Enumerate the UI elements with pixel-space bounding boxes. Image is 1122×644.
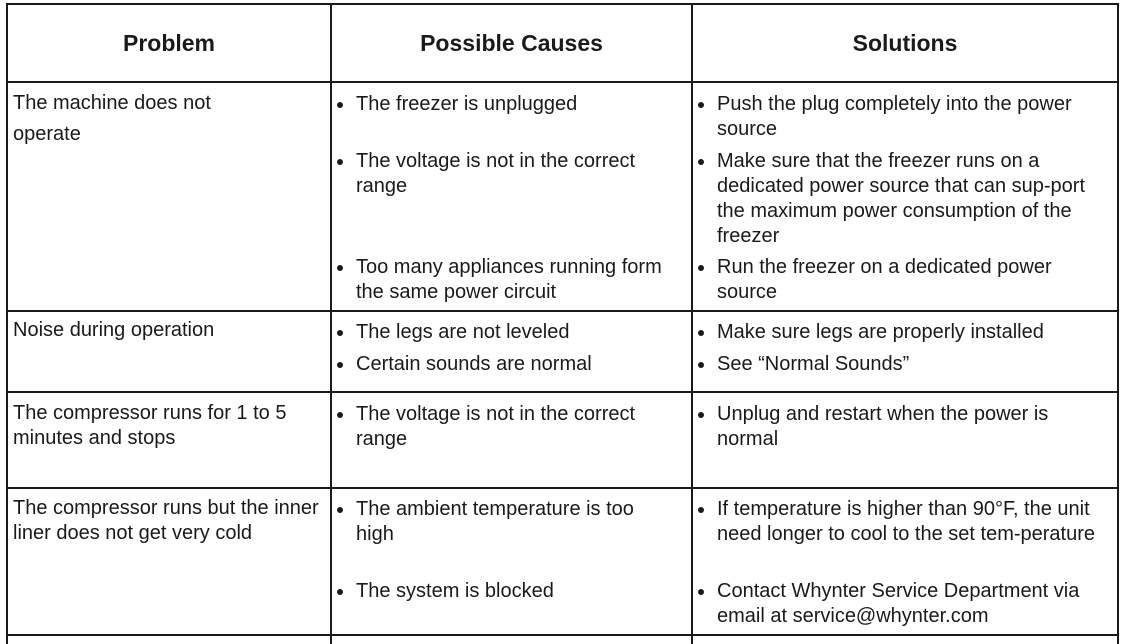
bullet-icon bbox=[698, 412, 704, 418]
row-4-solution-2: Contact Whynter Service Department via e… bbox=[698, 579, 1096, 629]
header-problem: Problem bbox=[122, 30, 216, 56]
row-3-problem: The compressor runs for 1 to 5 minutes a… bbox=[13, 402, 287, 449]
bullet-icon bbox=[337, 330, 343, 336]
row-1-cause-3: Too many appliances running form the sam… bbox=[337, 255, 677, 305]
header-possible-causes: Possible Causes bbox=[420, 30, 603, 56]
bullet-icon bbox=[337, 589, 343, 595]
bullet-icon bbox=[698, 265, 704, 271]
header-divider bbox=[6, 81, 1119, 83]
row-4-cause-2: The system is blocked bbox=[337, 579, 677, 604]
table-border-top bbox=[6, 3, 1119, 5]
bullet-icon bbox=[337, 362, 343, 368]
row-1-solution-2: Make sure that the freezer runs on a ded… bbox=[698, 149, 1088, 249]
row-2-solution-2: See “Normal Sounds” bbox=[698, 352, 1108, 377]
row-divider-3 bbox=[6, 487, 1119, 489]
bullet-icon bbox=[698, 362, 704, 368]
bullet-icon bbox=[698, 589, 704, 595]
row-1-cause-1: The freezer is unplugged bbox=[337, 92, 677, 117]
column-divider-1 bbox=[330, 3, 332, 644]
row-1-cause-2: The voltage is not in the correct range bbox=[337, 149, 677, 199]
table-border-left bbox=[6, 3, 8, 644]
bullet-icon bbox=[698, 102, 704, 108]
bullet-icon bbox=[337, 412, 343, 418]
bullet-icon bbox=[698, 330, 704, 336]
bullet-icon bbox=[698, 507, 704, 513]
row-divider-2 bbox=[6, 391, 1119, 393]
row-4-cause-1: The ambient temperature is too high bbox=[337, 497, 677, 547]
row-2-solution-1: Make sure legs are properly installed bbox=[698, 320, 1108, 345]
row-1-solution-1: Push the plug completely into the power … bbox=[698, 92, 1103, 142]
bullet-icon bbox=[337, 507, 343, 513]
row-divider-4 bbox=[6, 634, 1119, 636]
bullet-icon bbox=[337, 265, 343, 271]
column-divider-2 bbox=[691, 3, 693, 644]
row-2-cause-2: Certain sounds are normal bbox=[337, 352, 677, 377]
bullet-icon bbox=[337, 102, 343, 108]
bullet-icon bbox=[698, 159, 704, 165]
header-solutions: Solutions bbox=[852, 30, 958, 56]
row-1-solution-3: Run the freezer on a dedicated power sou… bbox=[698, 255, 1103, 305]
row-2-problem: Noise during operation bbox=[13, 319, 215, 341]
row-4-solution-1: If temperature is higher than 90°F, the … bbox=[698, 497, 1096, 547]
table-border-right bbox=[1117, 3, 1119, 644]
row-3-cause-1: The voltage is not in the correct range bbox=[337, 402, 677, 452]
row-divider-1 bbox=[6, 310, 1119, 312]
row-2-cause-1: The legs are not leveled bbox=[337, 320, 677, 345]
row-4-problem: The compressor runs but the inner liner … bbox=[13, 497, 319, 544]
row-1-problem: The machine does not operate bbox=[13, 92, 211, 145]
bullet-icon bbox=[337, 159, 343, 165]
row-3-solution-1: Unplug and restart when the power is nor… bbox=[698, 402, 1088, 452]
